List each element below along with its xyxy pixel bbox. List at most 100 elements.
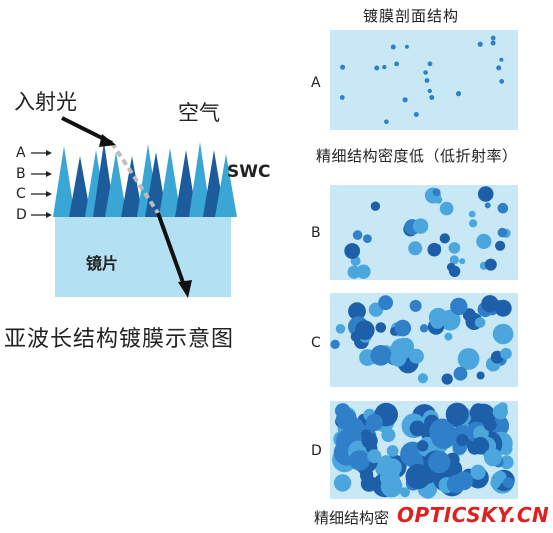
particle — [413, 112, 419, 117]
watermark: OPTICSKY.CN — [397, 503, 550, 527]
level-label-a: A — [16, 145, 26, 161]
particle — [361, 432, 378, 449]
particle — [490, 40, 496, 46]
particle — [494, 299, 512, 317]
particle — [500, 347, 512, 360]
particle — [455, 91, 462, 97]
panel-label-a: A — [311, 75, 321, 91]
particle — [496, 65, 502, 71]
incident-ray-arrowhead — [99, 134, 116, 147]
particle — [473, 425, 489, 442]
particle — [439, 233, 450, 244]
subwavelength-spikes — [53, 142, 237, 217]
particle — [384, 119, 389, 125]
particle — [499, 79, 505, 84]
particle — [444, 332, 453, 341]
particle — [483, 448, 502, 467]
particle — [497, 227, 508, 238]
particle — [474, 317, 486, 328]
particle — [347, 265, 361, 279]
level-label-d: D — [16, 207, 27, 223]
particle — [352, 230, 363, 240]
particle — [400, 487, 410, 498]
particle — [412, 218, 429, 234]
particle — [381, 428, 396, 442]
particle — [434, 195, 443, 204]
particle — [386, 445, 399, 457]
swc-structure-diagram — [31, 116, 237, 298]
particle — [370, 201, 381, 211]
particle — [441, 373, 453, 385]
particle — [365, 413, 383, 432]
particle — [495, 240, 506, 251]
particle — [428, 450, 451, 474]
particle — [408, 241, 423, 256]
particle — [378, 295, 393, 311]
particle — [490, 35, 496, 41]
particle — [484, 202, 491, 209]
particle — [483, 418, 497, 432]
transmitted-ray — [156, 212, 187, 289]
particle — [481, 295, 499, 313]
panel-label-d: D — [311, 443, 322, 459]
panel-b — [330, 185, 518, 280]
particle — [502, 477, 514, 489]
particle — [476, 233, 492, 249]
particle — [427, 61, 433, 67]
particle — [445, 402, 469, 426]
particle — [446, 474, 466, 494]
particle — [404, 44, 409, 49]
particle — [453, 366, 468, 381]
particle — [477, 186, 494, 202]
cross-section-title: 镀膜剖面结构 — [363, 7, 460, 25]
particle — [419, 324, 429, 333]
particle — [430, 423, 457, 449]
particle — [439, 201, 454, 216]
particle — [459, 258, 466, 265]
particle — [363, 234, 372, 243]
particle — [348, 302, 366, 321]
transmitted-ray-arrowhead — [178, 280, 192, 298]
particle — [349, 450, 370, 471]
spike — [105, 152, 127, 217]
particle — [394, 61, 399, 67]
particle — [450, 297, 468, 316]
particle — [335, 324, 346, 334]
particle — [379, 467, 400, 488]
panel-c — [330, 293, 518, 387]
particle — [499, 455, 514, 470]
lens-substrate — [55, 217, 231, 297]
spike — [53, 146, 75, 217]
particle — [477, 41, 483, 47]
particle — [484, 258, 497, 271]
particle — [382, 64, 387, 70]
particle — [370, 345, 392, 366]
particle — [428, 307, 448, 327]
spike — [69, 156, 91, 217]
particle — [427, 88, 432, 94]
spike — [159, 148, 181, 217]
spike — [121, 156, 143, 217]
particle — [390, 44, 396, 50]
particle — [339, 95, 345, 100]
particle — [476, 371, 485, 380]
particle — [367, 449, 382, 464]
particle — [470, 403, 486, 419]
swc-label: SWC — [227, 162, 271, 182]
particle — [375, 322, 387, 333]
particle — [408, 348, 424, 364]
incident-light-label: 入射光 — [14, 90, 77, 114]
particle — [497, 202, 509, 214]
particle — [417, 373, 428, 384]
particle — [448, 242, 461, 254]
particle — [330, 339, 340, 349]
panel-a — [330, 30, 518, 130]
spike — [145, 152, 167, 217]
particle — [423, 70, 428, 75]
level-arrows — [31, 150, 52, 218]
particle — [402, 97, 408, 103]
particle — [429, 95, 435, 100]
particle — [333, 474, 352, 492]
particle — [360, 475, 378, 492]
lens-label: 镜片 — [86, 254, 119, 273]
